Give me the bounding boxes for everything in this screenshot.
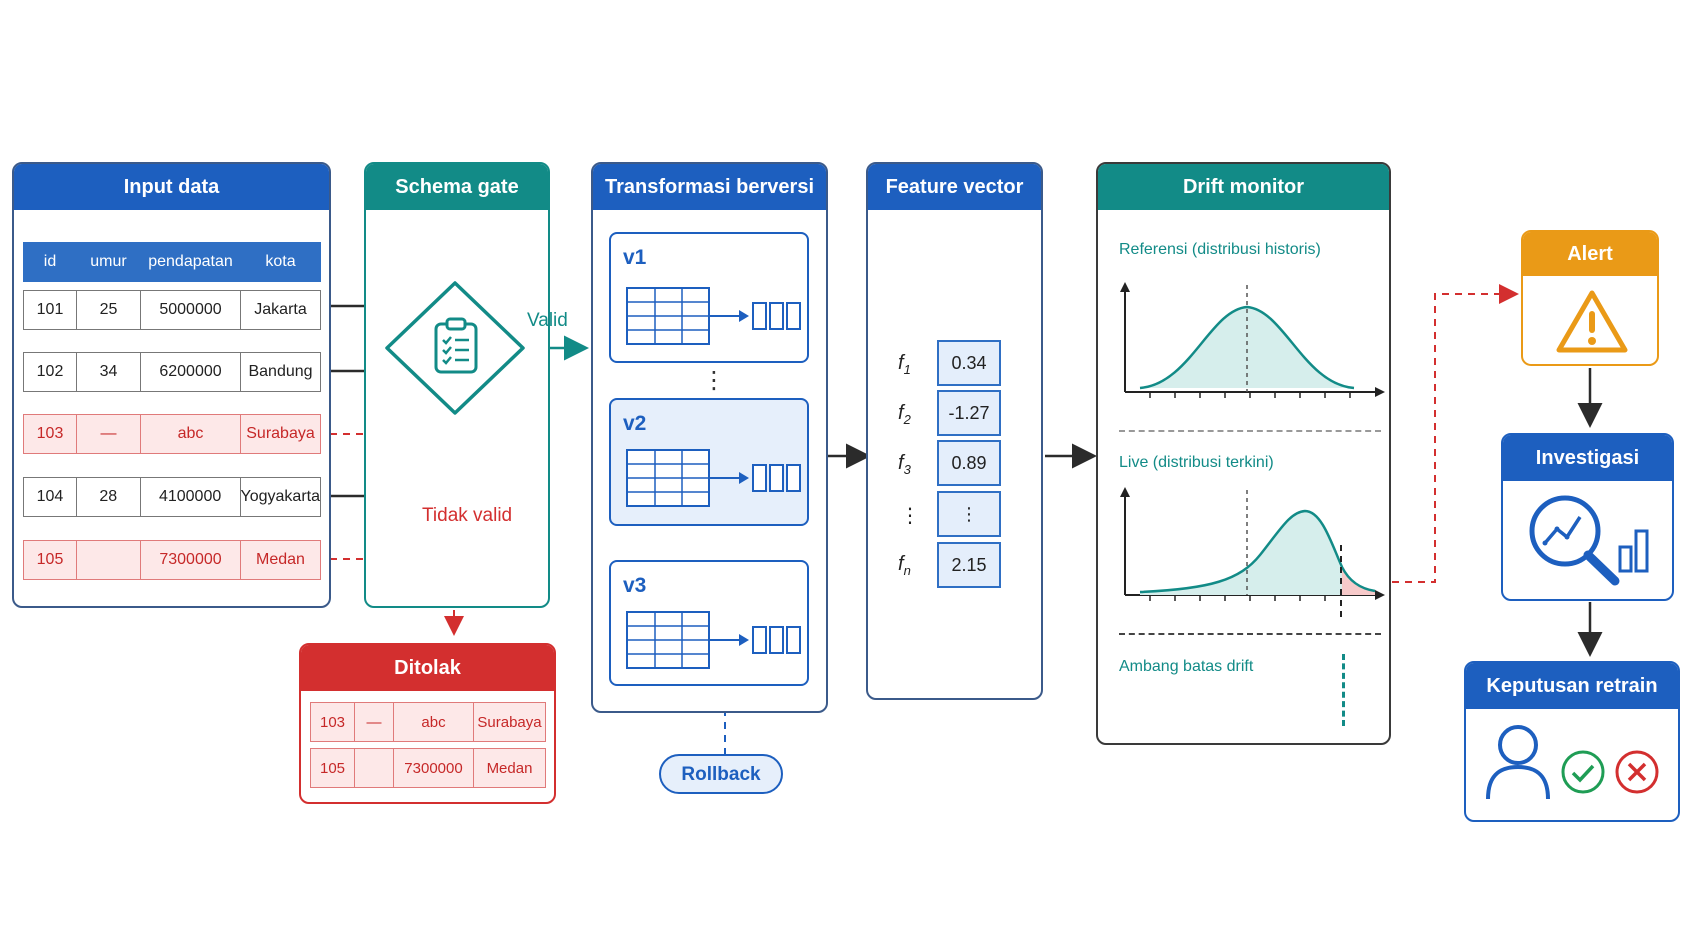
reference-distribution-plot	[1120, 282, 1385, 398]
rejected-row: 103 — abc Surabaya	[310, 702, 546, 742]
header-id: id	[23, 242, 77, 282]
cell-kota: Medan	[240, 540, 321, 580]
cell-pendapatan: 6200000	[140, 352, 241, 392]
version-label: v3	[623, 574, 647, 597]
cell-id: 102	[23, 352, 77, 392]
table-row: 101 25 5000000 Jakarta	[23, 290, 321, 330]
header-umur: umur	[76, 242, 141, 282]
cell-pendapatan: 7300000	[393, 748, 474, 788]
retrain-title: Keputusan retrain	[1466, 663, 1678, 709]
cell-kota: Yogyakarta	[239, 477, 322, 517]
cell-id: 101	[23, 290, 77, 330]
cell-id: 105	[23, 540, 77, 580]
header-kota: kota	[240, 242, 321, 282]
feature-label: fn	[898, 553, 911, 578]
rollback-button[interactable]: Rollback	[659, 754, 783, 794]
investigation-panel: Investigasi	[1501, 433, 1674, 601]
feature-label: f1	[898, 352, 911, 377]
reject-x-icon[interactable]	[1614, 749, 1660, 795]
user-icon	[1486, 725, 1550, 800]
cell-kota: Medan	[473, 748, 546, 788]
table-row: 102 34 6200000 Bandung	[23, 352, 321, 392]
retrain-decision-panel: Keputusan retrain	[1464, 661, 1680, 822]
warning-icon	[1556, 290, 1628, 353]
cell-id: 103	[310, 702, 355, 742]
section-divider	[1119, 430, 1381, 432]
arrow-drift-alert	[1392, 284, 1519, 583]
feature-value: ⋮	[937, 491, 1001, 537]
header-pendapatan: pendapatan	[140, 242, 241, 282]
live-distribution-plot	[1120, 487, 1385, 618]
rejected-title: Ditolak	[301, 645, 554, 691]
version-label: v2	[623, 412, 647, 435]
live-label: Live (distribusi terkini)	[1119, 454, 1274, 471]
investigation-title: Investigasi	[1503, 435, 1672, 481]
alert-title: Alert	[1523, 232, 1657, 276]
table-to-vector-icon	[626, 611, 801, 669]
cell-umur	[354, 748, 394, 788]
version-card-v3[interactable]: v3	[609, 560, 809, 686]
cell-kota: Surabaya	[473, 702, 546, 742]
alert-panel: Alert	[1521, 230, 1659, 366]
schema-gate-title: Schema gate	[366, 164, 548, 210]
cell-kota: Bandung	[240, 352, 321, 392]
cell-umur: 34	[76, 352, 141, 392]
feature-value: 2.15	[937, 542, 1001, 588]
drift-monitor-title: Drift monitor	[1098, 164, 1389, 210]
cell-id: 105	[310, 748, 355, 788]
feature-vector-column: 0.34 -1.27 0.89 ⋮ 2.15	[937, 340, 1001, 592]
table-to-vector-icon	[626, 287, 801, 345]
table-row-invalid: 103 — abc Surabaya	[23, 414, 321, 454]
table-to-vector-icon	[626, 449, 801, 507]
clipboard-check-icon	[434, 317, 478, 374]
cell-pendapatan: abc	[393, 702, 474, 742]
cell-kota: Surabaya	[240, 414, 321, 454]
threshold-marker	[1342, 654, 1345, 726]
version-label: v1	[623, 246, 647, 269]
feature-value: 0.89	[937, 440, 1001, 486]
schema-gate-diamond	[385, 281, 525, 415]
cell-umur: 28	[75, 477, 141, 517]
input-data-title: Input data	[14, 164, 329, 210]
reference-label: Referensi (distribusi historis)	[1119, 241, 1321, 258]
feature-vector-title: Feature vector	[868, 164, 1041, 210]
table-row-invalid: 105 7300000 Medan	[23, 540, 321, 580]
approve-check-icon[interactable]	[1560, 749, 1606, 795]
cell-pendapatan: 5000000	[140, 290, 241, 330]
version-ellipsis: ⋮	[702, 367, 726, 394]
cell-umur	[76, 540, 141, 580]
transform-title: Transformasi berversi	[593, 164, 826, 210]
input-header-row: id umur pendapatan kota	[23, 242, 321, 282]
cell-umur: —	[76, 414, 141, 454]
cell-umur: —	[354, 702, 394, 742]
feature-label: ⋮	[900, 505, 920, 527]
feature-label: f2	[898, 402, 911, 427]
section-divider	[1119, 633, 1381, 635]
drift-monitor-panel: Drift monitor	[1096, 162, 1391, 745]
version-card-v1[interactable]: v1	[609, 232, 809, 363]
feature-value: 0.34	[937, 340, 1001, 386]
invalid-label: Tidak valid	[420, 505, 515, 527]
version-card-v2[interactable]: v2	[609, 398, 809, 526]
rejected-row: 105 7300000 Medan	[310, 748, 546, 788]
magnifier-chart-icon	[1529, 495, 1649, 586]
cell-kota: Jakarta	[240, 290, 321, 330]
cell-pendapatan: abc	[140, 414, 241, 454]
valid-label: Valid	[527, 310, 568, 331]
feature-value: -1.27	[937, 390, 1001, 436]
feature-label: f3	[898, 452, 911, 477]
cell-pendapatan: 4100000	[139, 477, 241, 517]
cell-id: 103	[23, 414, 77, 454]
threshold-label: Ambang batas drift	[1119, 658, 1254, 675]
table-row: 104 28 4100000 Yogyakarta	[23, 477, 322, 517]
cell-id: 104	[23, 477, 77, 517]
cell-pendapatan: 7300000	[140, 540, 241, 580]
cell-umur: 25	[76, 290, 141, 330]
